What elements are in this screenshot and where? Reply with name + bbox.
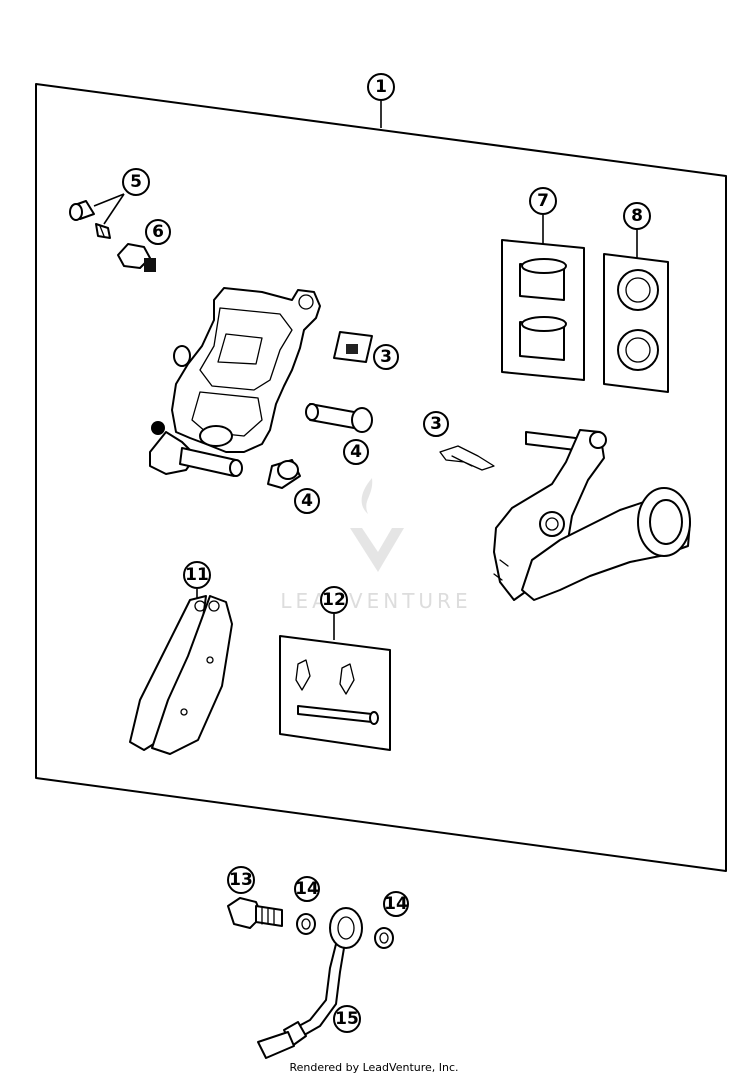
svg-text:15: 15: [335, 1009, 359, 1029]
caliper-body: [149, 287, 321, 477]
banjo-bolt-part: [227, 897, 283, 929]
callout-14b: 14: [383, 891, 409, 917]
callout-3b: 3: [423, 411, 449, 437]
callout-15: 15: [333, 1005, 361, 1033]
pad-pin-kit-part: [279, 635, 391, 751]
shim-clip-part: [333, 331, 373, 363]
seal-kit-part: [603, 253, 669, 393]
spring-clip-part: [439, 445, 495, 471]
callout-7: 7: [529, 187, 557, 215]
watermark-text: LEADVENTURE: [280, 589, 471, 613]
svg-text:8: 8: [631, 206, 643, 226]
watermark-logo: [350, 478, 404, 572]
copper-washer-part: [296, 913, 316, 935]
svg-text:12: 12: [322, 590, 346, 610]
callout-1: 1: [367, 73, 395, 101]
footer-credit: Rendered by LeadVenture, Inc.: [289, 1061, 458, 1074]
callout-4a: 4: [343, 439, 369, 465]
leader-lines: [93, 101, 638, 640]
svg-text:3: 3: [380, 347, 392, 367]
callout-3a: 3: [373, 344, 399, 370]
brake-pads-part: [129, 595, 233, 755]
piston-kit-part: [501, 239, 585, 381]
svg-text:13: 13: [229, 870, 253, 890]
svg-text:14: 14: [384, 894, 408, 914]
callout-5: 5: [122, 168, 150, 196]
caliper-carrier-bracket: [493, 429, 691, 601]
svg-text:6: 6: [152, 222, 164, 242]
callout-14a: 14: [294, 876, 320, 902]
svg-text:5: 5: [130, 172, 142, 192]
bushing-part: [267, 459, 301, 489]
svg-text:11: 11: [185, 565, 209, 585]
bleeder-screw-part: [69, 200, 111, 239]
callout-11: 11: [183, 561, 211, 589]
svg-text:1: 1: [375, 77, 387, 97]
callout-6: 6: [145, 219, 171, 245]
callout-12: 12: [320, 586, 348, 614]
svg-text:4: 4: [301, 491, 313, 511]
brake-hose-part: [257, 907, 363, 1059]
slide-pin-part: [305, 403, 373, 433]
assembly-frame: [35, 83, 727, 872]
nut-part: [117, 243, 156, 272]
svg-text:7: 7: [537, 191, 549, 211]
callout-8: 8: [623, 202, 651, 230]
copper-washer-part-2: [374, 927, 394, 949]
svg-text:3: 3: [430, 414, 442, 434]
svg-text:14: 14: [295, 879, 319, 899]
svg-text:4: 4: [350, 442, 362, 462]
callout-13: 13: [227, 866, 255, 894]
callout-4b: 4: [294, 488, 320, 514]
